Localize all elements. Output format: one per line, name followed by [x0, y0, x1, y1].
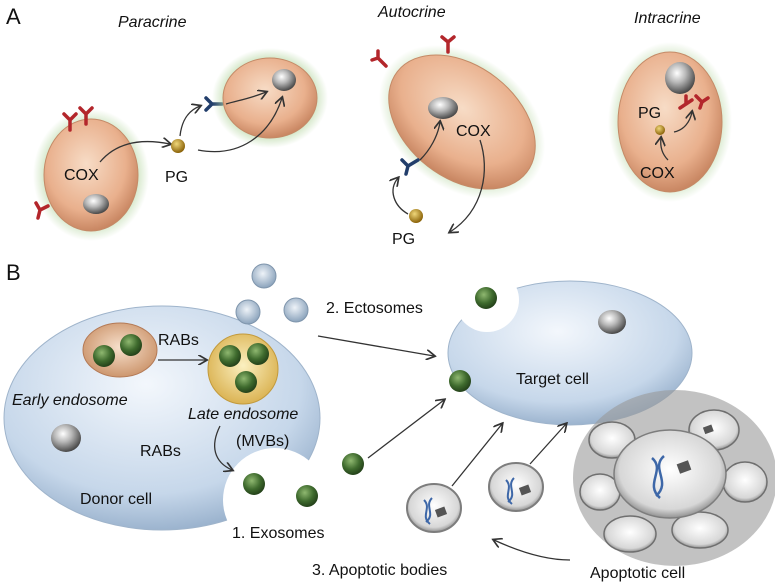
apoptotic-cell-bleb-3 [722, 461, 768, 503]
late-endosome [207, 333, 279, 405]
paracrine-arrow-receptor-to-nucleus [225, 92, 266, 105]
intracrine-receptor-icon [678, 94, 710, 110]
apoptotic-cell-body [613, 429, 727, 519]
paracrine-receptor-left-icon [34, 201, 50, 220]
paracrine-group: Paracrine COX PG [33, 14, 328, 241]
paracrine-title: Paracrine [118, 14, 187, 31]
paracrine-arrow-pg-to-receptor [179, 106, 200, 137]
early-endosome-vesicle-2 [120, 334, 142, 356]
apoptotic-body-1 [406, 483, 462, 533]
autocrine-arrow-cox-to-pg [450, 139, 486, 232]
ectosome-vesicle-2 [235, 299, 261, 325]
paracrine-target-cell [222, 57, 318, 139]
autocrine-cox-label: COX [456, 123, 491, 140]
target-cell-bound-vesicle-1 [475, 287, 497, 309]
arrow-ectosome-to-target [317, 335, 434, 356]
paracrine-target-nucleus [272, 69, 296, 91]
autocrine-group: Autocrine COX PG [370, 4, 546, 248]
early-endosome [82, 322, 158, 378]
late-endosome-label: Late endosome [188, 406, 298, 423]
autocrine-pg-molecule [409, 209, 423, 223]
apoptotic-cell-dna-icon [651, 455, 665, 499]
late-endosome-vesicle-1 [219, 345, 241, 367]
arrow-exosome-to-target [367, 400, 444, 459]
paracrine-source-cell [43, 118, 139, 232]
arrow-late-to-exosome [214, 425, 232, 470]
autocrine-pg-label: PG [392, 231, 415, 248]
ectosome-vesicle-3 [283, 297, 309, 323]
apoptotic-cell-label: Apoptotic cell [590, 565, 685, 582]
apoptotic-cell-fragment-2 [702, 424, 714, 435]
autocrine-arrow-receptor-to-nucleus [419, 122, 440, 161]
early-endosome-vesicle-1 [93, 345, 115, 367]
mvbs-label: (MVBs) [236, 433, 289, 450]
autocrine-receptor-top-icon [440, 35, 456, 54]
autocrine-nucleus [428, 97, 458, 119]
intracrine-cox-label: COX [640, 165, 675, 182]
rabs-label-bottom: RABs [140, 443, 181, 460]
intracrine-pg-molecule [655, 125, 665, 135]
apoptotic-cell-bleb-5 [603, 515, 657, 553]
autocrine-arrow-pg-to-receptor [393, 178, 409, 215]
autocrine-receptor-top-left-icon [370, 49, 388, 68]
exosome-vesicle-bay [243, 473, 265, 495]
panel-a-letter: A [6, 4, 21, 29]
autocrine-cell [388, 54, 536, 190]
donor-cell-group: RABs Early endosome Late endosome (MVBs)… [3, 305, 327, 552]
intracrine-arrow-cox-to-pg [661, 138, 669, 161]
autocrine-title: Autocrine [377, 4, 446, 21]
late-endosome-vesicle-2 [247, 343, 269, 365]
paracrine-pg-label: PG [165, 169, 188, 186]
apoptotic-bodies-label: 3. Apoptotic bodies [312, 562, 447, 579]
arrow-apoptotic-body-1-to-target [451, 424, 502, 487]
apoptotic-bodies-group: 3. Apoptotic bodies [312, 424, 566, 579]
target-cell-bound-vesicle-2 [449, 370, 471, 392]
exosome-vesicle-released-2 [342, 453, 364, 475]
apoptotic-body-1-dna-icon [423, 497, 433, 525]
ectosomes-label: 2. Ectosomes [326, 300, 423, 317]
apoptotic-body-2 [488, 462, 544, 512]
exosome-vesicle-released-1 [296, 485, 318, 507]
donor-cell-nucleus [51, 424, 81, 452]
paracrine-source-nucleus [83, 194, 109, 214]
exosomes-label: 1. Exosomes [232, 525, 324, 542]
paracrine-arrow-cox-to-pg [99, 142, 170, 163]
apoptotic-body-2-fragment [518, 484, 532, 496]
target-cell-label: Target cell [516, 371, 589, 388]
target-cell-nucleus [598, 310, 626, 334]
paracrine-receptor-top-icon [62, 106, 94, 132]
apoptotic-body-1-fragment [434, 506, 448, 518]
paracrine-arrow-pg-to-nucleus [197, 98, 282, 153]
ectosome-vesicle-1 [251, 263, 277, 289]
rabs-label-top: RABs [158, 332, 199, 349]
paracrine-pg-molecule [171, 139, 185, 153]
paracrine-cox-label: COX [64, 167, 99, 184]
target-cell-group: Target cell [447, 268, 693, 426]
intracrine-nucleus [665, 62, 695, 94]
apoptotic-cell-fragment-1 [676, 460, 692, 474]
late-endosome-vesicle-3 [235, 371, 257, 393]
intracrine-cell [617, 51, 723, 193]
intracrine-title: Intracrine [634, 10, 701, 27]
early-endosome-label: Early endosome [12, 392, 128, 409]
arrow-apoptotic-body-2-to-target [529, 424, 566, 465]
intracrine-pg-label: PG [638, 105, 661, 122]
autocrine-receptor-blue-icon [400, 158, 420, 176]
apoptotic-cell-group: Apoptotic cell [494, 390, 775, 582]
panel-b-letter: B [6, 260, 21, 285]
donor-cell-exosome-bay [223, 448, 327, 552]
intracrine-arrow-pg-to-receptor [673, 112, 692, 133]
donor-cell-label: Donor cell [80, 491, 152, 508]
arrow-apoptotic-cell-to-bodies [494, 540, 571, 561]
apoptotic-body-2-dna-icon [505, 477, 515, 505]
intracrine-group: Intracrine PG COX [608, 10, 732, 202]
